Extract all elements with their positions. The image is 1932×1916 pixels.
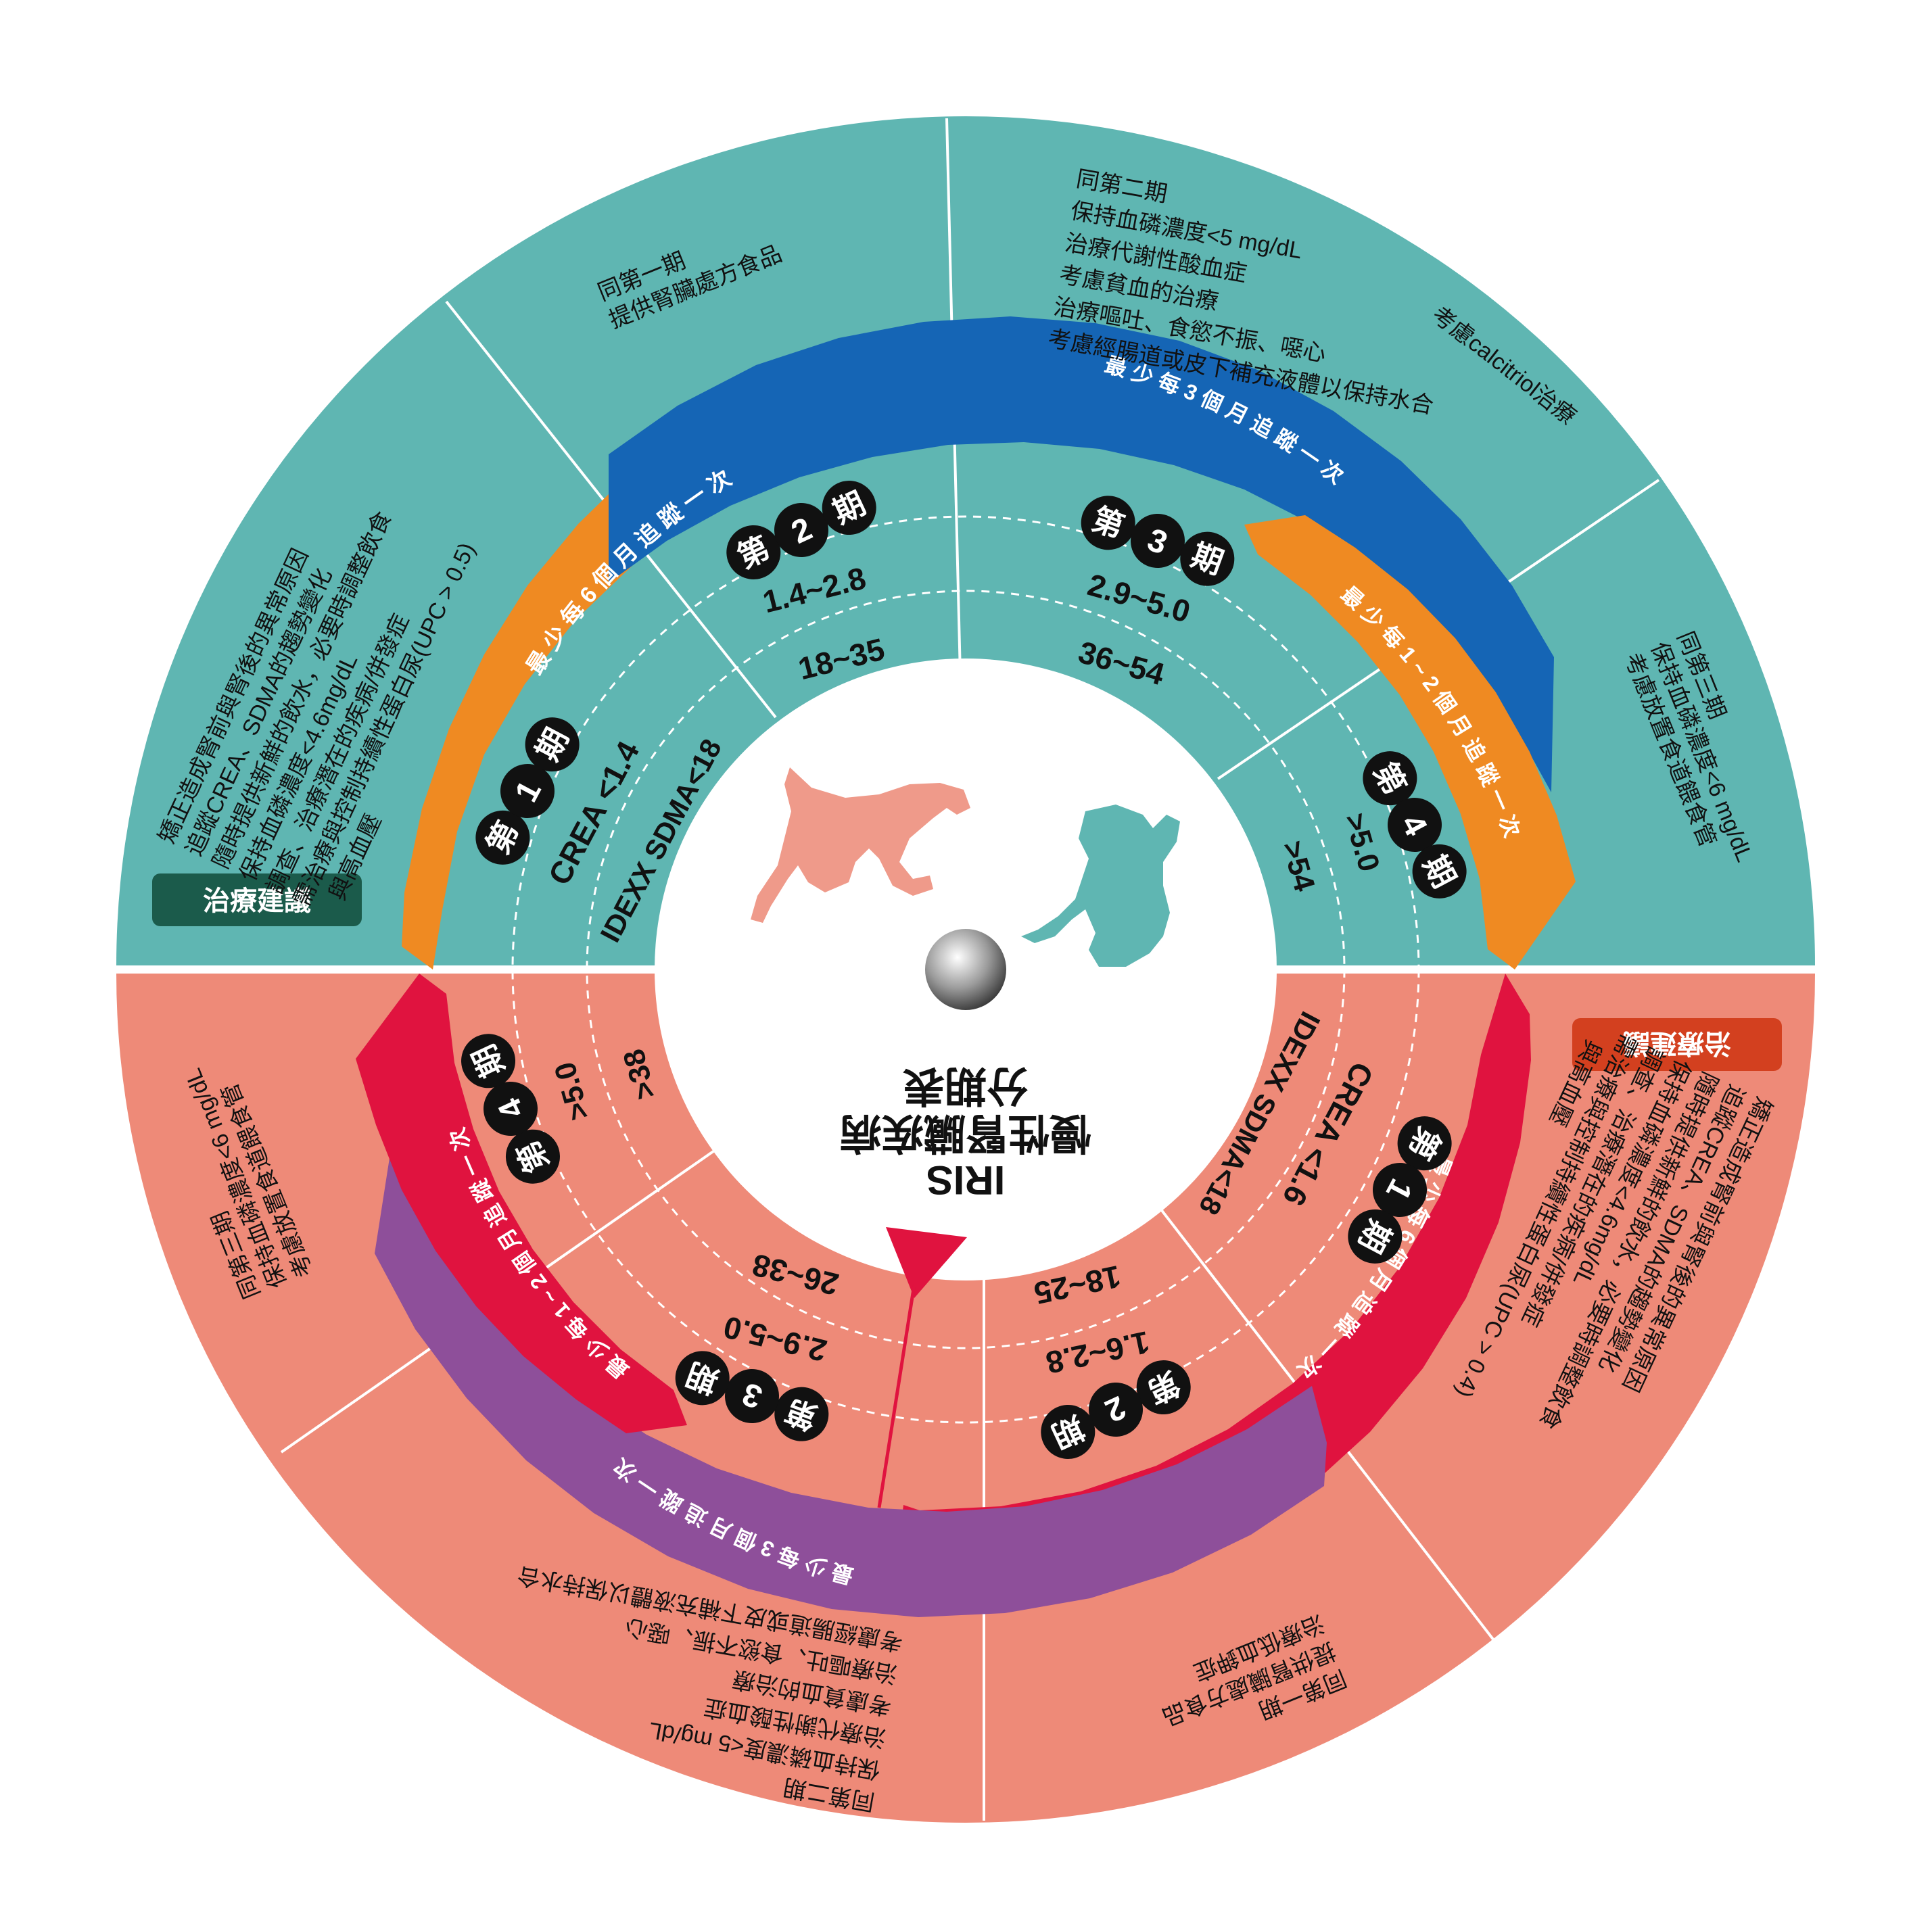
center-knob[interactable]: [925, 929, 1006, 1010]
cat-silhouette-icon: [1021, 805, 1180, 967]
stage-marker-top-1: 第 1 期: [475, 717, 580, 865]
orange-arc-1-2months-top: [1244, 515, 1576, 969]
stage-marker-bottom-1: 第 1 期: [1348, 1116, 1452, 1264]
svg-text:治療建議: 治療建議: [1623, 1028, 1731, 1058]
dashed-rings: [511, 515, 1420, 1424]
stage-marker-bottom-3: 第 3 期: [675, 1351, 829, 1441]
dog-silhouette-icon: [751, 767, 970, 923]
stage-marker-bottom-2: 第 2 期: [1041, 1360, 1191, 1459]
treatment-badge-top: 治療建議: [152, 873, 362, 926]
treatment-badge-bottom: 治療建議: [1572, 1018, 1782, 1071]
crimson-arc-1-2months-bottom: [356, 974, 687, 1433]
svg-text:慢性腎臟疾病: 慢性腎臟疾病: [840, 1109, 1091, 1156]
stage-marker-bottom-4: 第 4 期: [461, 1034, 560, 1184]
blue-arc-3months-top: [609, 316, 1554, 792]
stage-marker-top-4: 第 4 期: [1363, 751, 1467, 899]
svg-text:治療建議: 治療建議: [203, 886, 311, 916]
center-title: IRIS 慢性腎臟疾病 分期表: [840, 1062, 1091, 1203]
svg-text:IRIS: IRIS: [926, 1157, 1006, 1203]
svg-text:分期表: 分期表: [903, 1062, 1029, 1109]
purple-arc-3months-bottom: [375, 1149, 1327, 1617]
stage-marker-top-3: 第 3 期: [1081, 496, 1235, 586]
stage-marker-top-2: 第 2 期: [726, 481, 876, 579]
pointer-flag-icon: [877, 1227, 967, 1508]
